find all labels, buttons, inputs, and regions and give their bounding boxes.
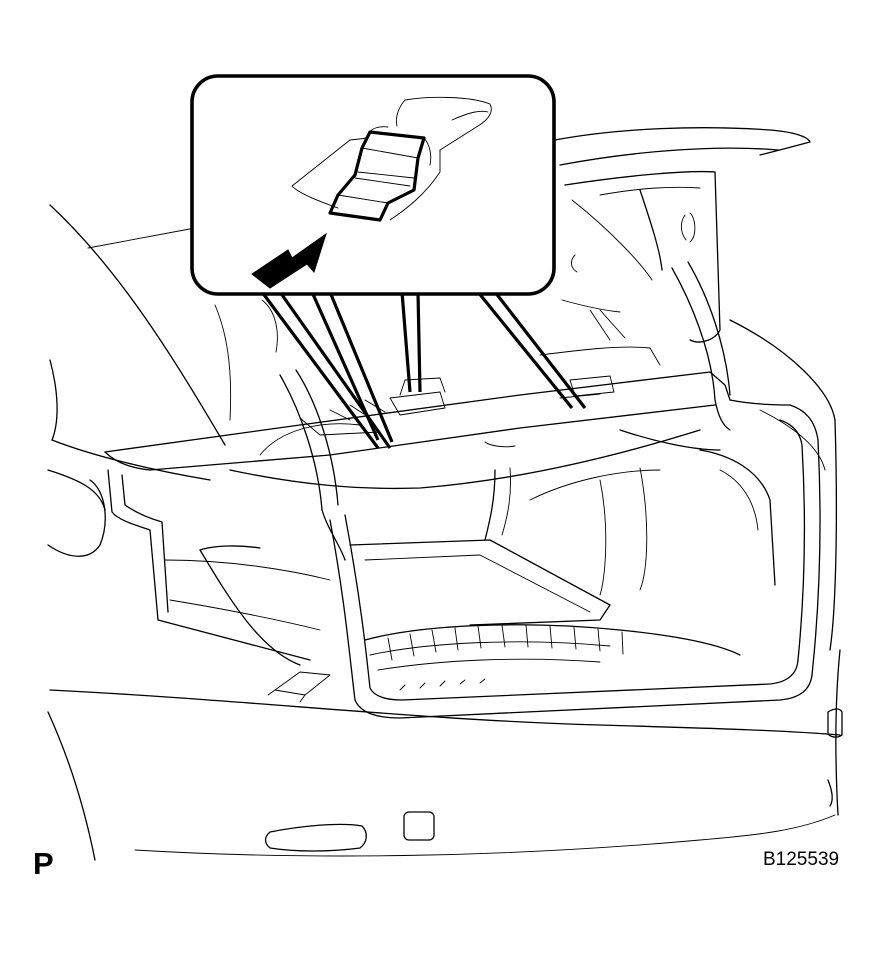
direction-arrow-icon [251, 232, 327, 289]
spare-tire-well [364, 624, 741, 691]
trunk-opening [329, 399, 821, 719]
clip-detail-callout [190, 74, 556, 296]
package-tray [104, 309, 731, 490]
trunk-hinges [214, 261, 731, 561]
trunk-lid [554, 127, 811, 343]
view-letter: P [33, 846, 54, 881]
figure-code: B125539 [763, 849, 840, 870]
callout-leaders [260, 290, 587, 449]
rear-bumper [264, 708, 843, 852]
car-body-outline [47, 204, 841, 861]
trunk-interior [107, 429, 776, 703]
